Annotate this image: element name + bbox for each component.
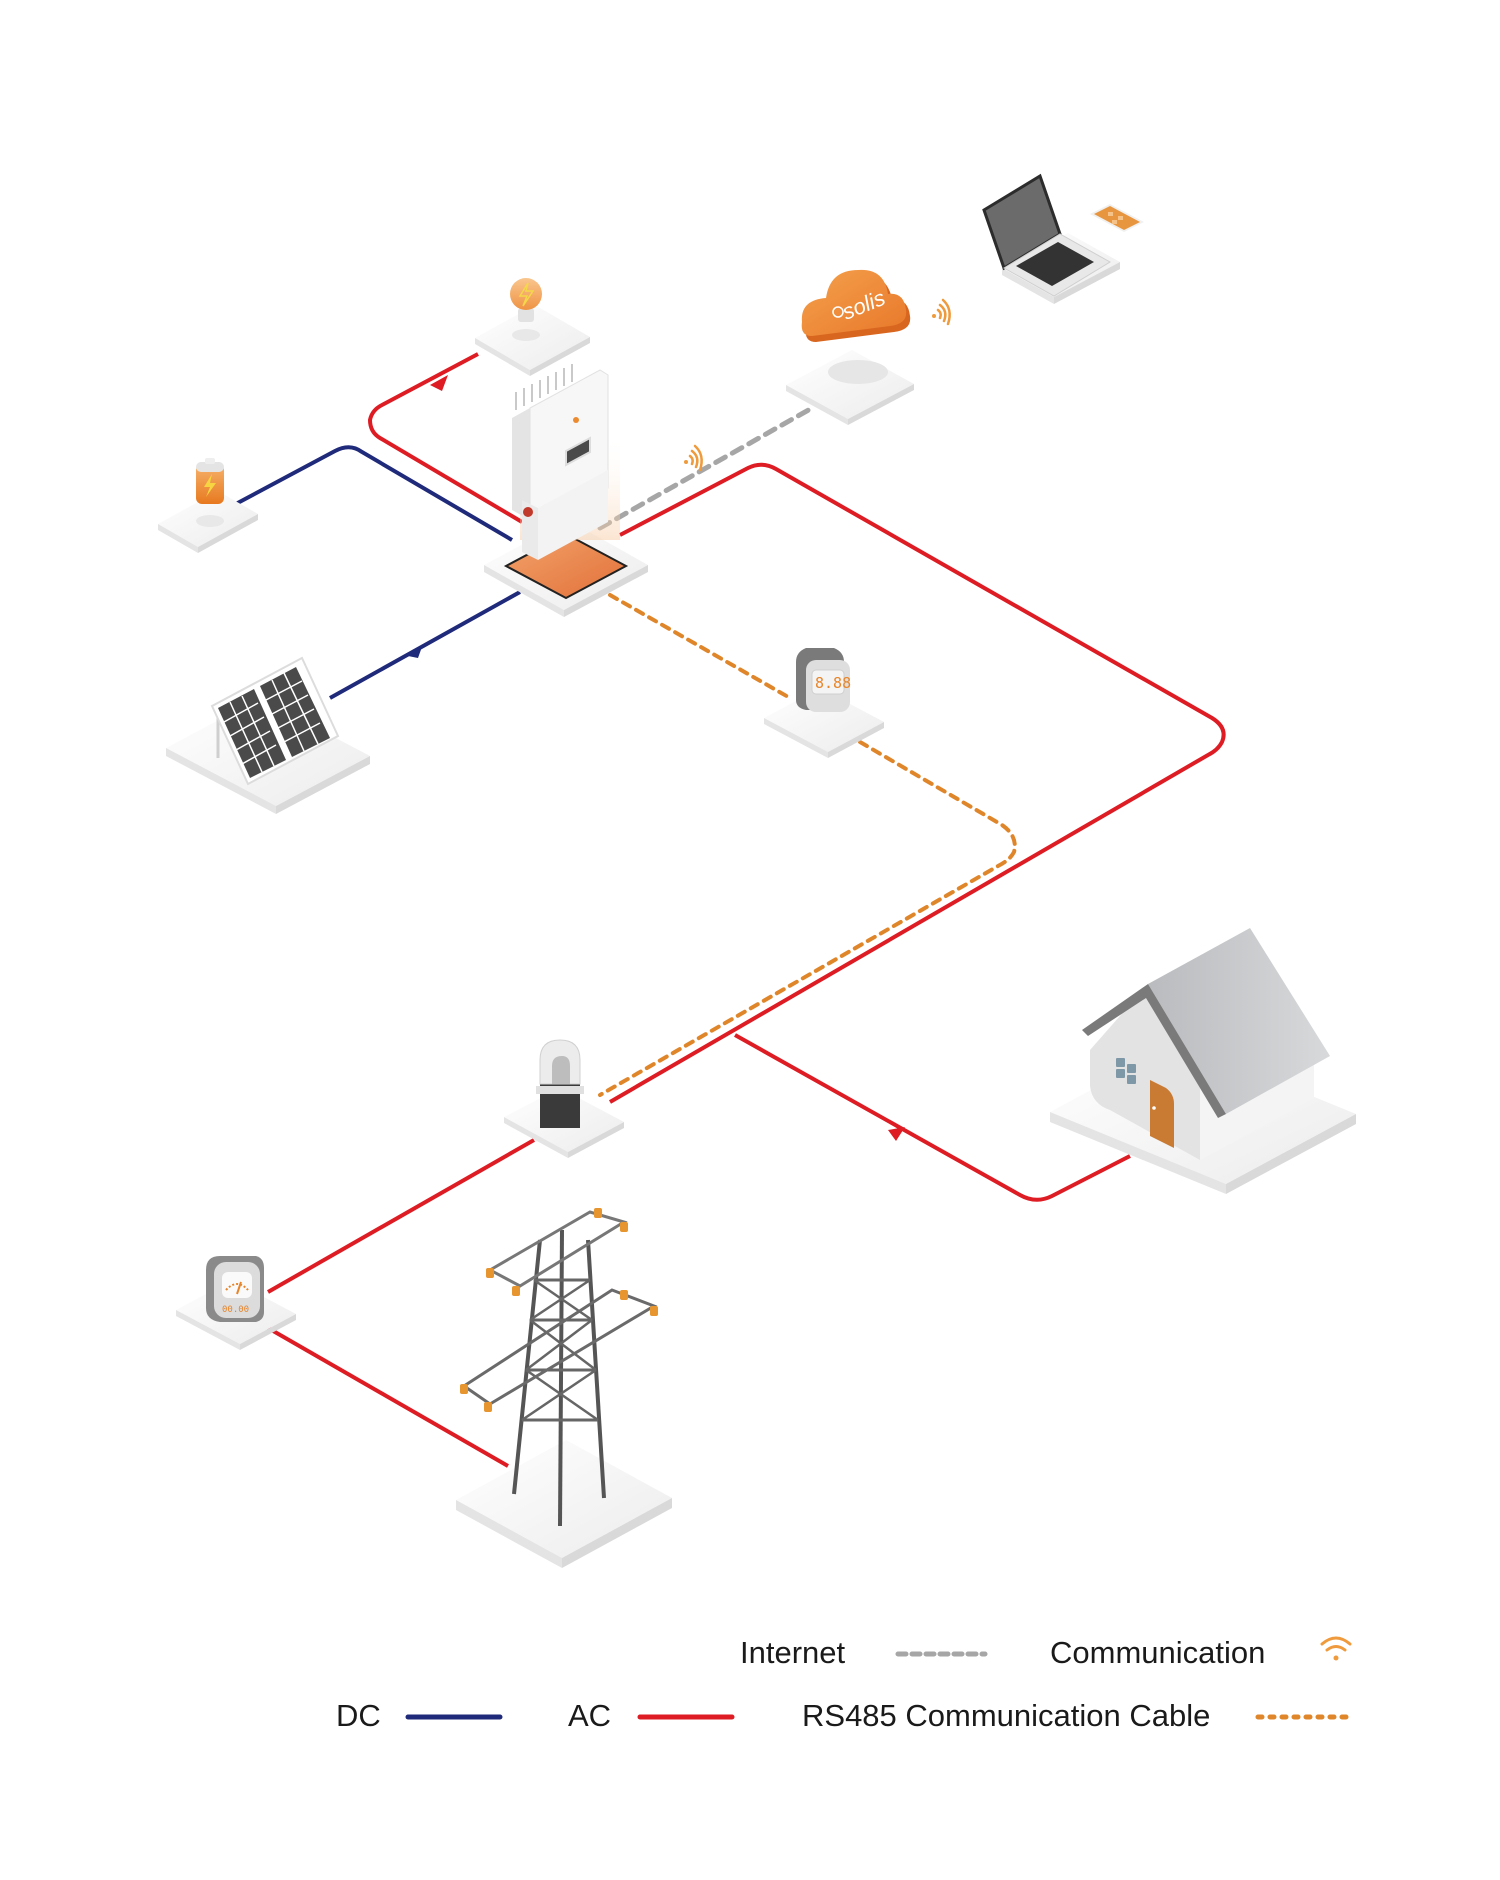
ac-line-main (608, 462, 1226, 1104)
inverter-icon (512, 364, 620, 560)
sun-logo-icon (832, 306, 844, 318)
ac-line-meter-pylon (267, 1326, 509, 1468)
smart-meter-display: 8.88 (815, 674, 851, 692)
ac-arrow-bulb (430, 375, 448, 391)
legend-internet-label: Internet (740, 1635, 846, 1670)
bulb-icon (510, 278, 542, 341)
grid-meter-display: 00.00 (222, 1305, 249, 1315)
house-icon (1082, 928, 1330, 1160)
power-pylon-icon (460, 1208, 658, 1527)
rs485-line-ct (598, 740, 1017, 1097)
current-transformer-icon (536, 1039, 584, 1128)
door-icon (1150, 1080, 1174, 1148)
solar-panel-icon (210, 656, 340, 786)
smart-meter-platform (764, 688, 884, 758)
wifi-signal-cloud-icon (932, 298, 951, 326)
heatsink-fins-icon (515, 364, 573, 410)
legend-communication-label: Communication (1050, 1635, 1265, 1670)
inverter-screen (565, 436, 591, 467)
ac-line-house (734, 1033, 1131, 1202)
ac-arrow-house (888, 1127, 905, 1141)
ac-line-bulb (367, 352, 524, 524)
battery-icon (196, 458, 224, 527)
phone-app-icon (1090, 204, 1144, 232)
legend-ac-label: AC (568, 1698, 611, 1733)
legend-wifi-icon (1320, 1636, 1352, 1661)
window-icon (1116, 1058, 1136, 1084)
cloud-icon: solis (801, 269, 911, 342)
connection-lines (231, 352, 1226, 1468)
smart-meter-icon: 8.88 (796, 648, 851, 712)
legend: Internet Communication DC AC RS485 Commu… (336, 1635, 1352, 1733)
insulator-icons (460, 1208, 658, 1412)
dc-arrow-solar (408, 644, 423, 658)
grid-meter-icon: 00.00 (206, 1256, 264, 1322)
rs485-line-meter (608, 593, 792, 700)
dc-line-battery (231, 445, 514, 542)
laptop-icon (982, 173, 1111, 297)
legend-dc-label: DC (336, 1698, 381, 1733)
legend-rs485-label: RS485 Communication Cable (802, 1698, 1210, 1733)
dc-line-solar (329, 590, 521, 700)
cloud-platform (786, 350, 914, 425)
ac-line-ct-meter (267, 1138, 535, 1294)
internet-line (597, 405, 815, 531)
pylon-platform (456, 1440, 672, 1568)
wifi-signal-inverter-icon (684, 444, 703, 472)
